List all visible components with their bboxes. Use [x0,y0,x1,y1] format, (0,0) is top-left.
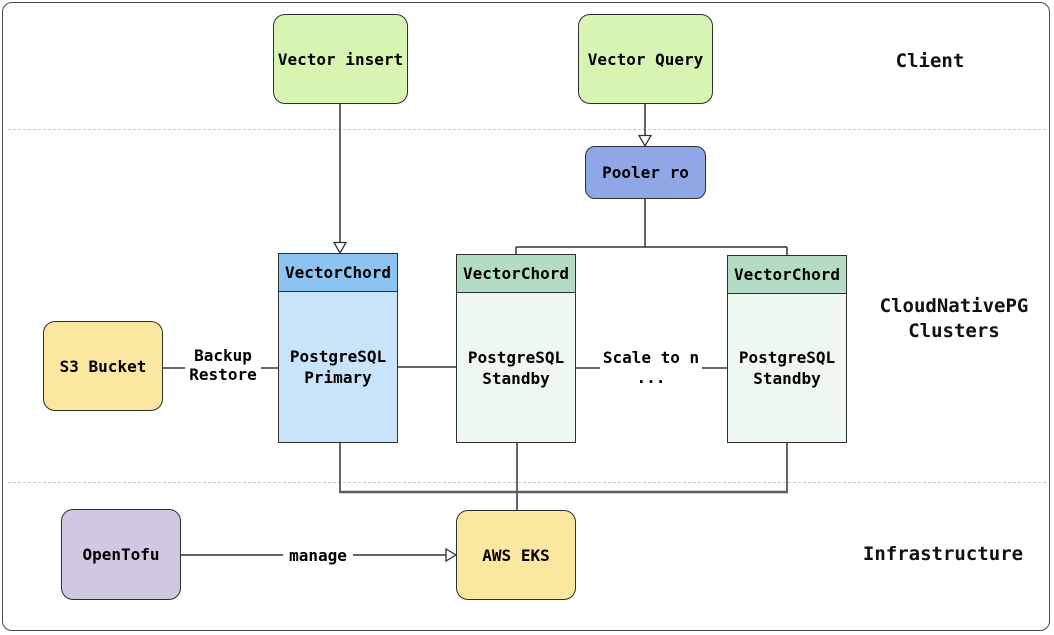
node-label: AWS EKS [482,545,550,565]
edge-label-line1: Backup [194,346,252,365]
node-label-line2: Standby [753,369,821,388]
node-label-line1: PostgreSQL [289,347,387,366]
node-postgresql-standby-2: VectorChord PostgreSQL Standby [727,255,847,443]
node-vector-insert: Vector insert [273,14,408,104]
node-aws-eks: AWS EKS [456,510,576,600]
node-label: Vector insert [277,49,404,69]
edge-label-line2: Restore [189,365,257,384]
lane-label-text: Client [895,50,965,72]
lane-separator-clusters-infra [8,482,1046,483]
lane-label-line2: Clusters [908,320,1000,342]
edge-label-scale-to-n: Scale to n ... [600,348,702,388]
lane-label-client: Client [850,49,1010,74]
node-label-line1: PostgreSQL [738,348,836,367]
node-postgresql-standby-1: VectorChord PostgreSQL Standby [456,254,576,443]
node-pooler-ro: Pooler ro [585,146,706,199]
node-header: VectorChord [457,255,575,293]
node-label: Pooler ro [602,163,689,182]
node-opentofu: OpenTofu [61,509,181,600]
edge-label-manage: manage [283,546,353,565]
edge-label-backup-restore: Backup Restore [185,346,261,384]
node-s3-bucket: S3 Bucket [43,321,163,411]
edge-label-text: manage [289,546,347,565]
node-label: S3 Bucket [59,356,147,376]
node-label: Vector Query [587,49,704,69]
lane-label-line1: CloudNativePG [879,295,1029,317]
node-header: VectorChord [728,256,846,294]
arrowhead-down-icon [637,134,653,148]
lane-label-cloudnativepg-clusters: CloudNativePG Clusters [854,294,1054,344]
node-header: VectorChord [279,254,397,292]
lane-label-text: Infrastructure [862,543,1024,565]
node-label-line2: Primary [304,368,372,387]
lane-separator-client-clusters [8,129,1046,130]
lane-label-infrastructure: Infrastructure [843,542,1043,567]
node-label-line2: Standby [482,368,550,388]
node-label: OpenTofu [82,545,160,564]
edge-label-line1: Scale to n [602,348,700,367]
arrowhead-down-icon [332,241,348,255]
arrowhead-right-icon [445,547,458,563]
node-body: PostgreSQL Primary [279,292,397,442]
node-vector-query: Vector Query [578,14,713,104]
node-body: PostgreSQL Standby [728,294,846,442]
node-postgresql-primary: VectorChord PostgreSQL Primary [278,253,398,443]
node-label-line1: PostgreSQL [467,347,565,367]
edge-label-line2: ... [636,368,666,387]
node-body: PostgreSQL Standby [457,293,575,442]
